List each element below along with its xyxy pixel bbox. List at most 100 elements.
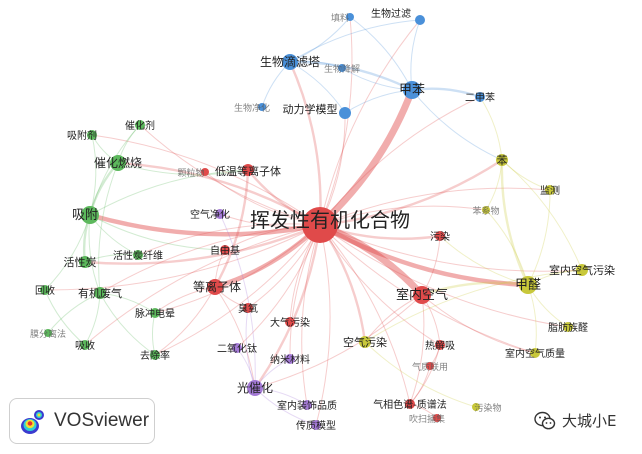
node-nano[interactable] — [285, 354, 295, 364]
edge-voc-biofilter — [288, 61, 322, 226]
node-bio_filter2[interactable] — [415, 15, 425, 25]
edge-benzene_tol-packing — [349, 16, 413, 91]
node-biofilter[interactable] — [282, 54, 298, 70]
node-packing[interactable] — [346, 13, 354, 21]
node-catalyst[interactable] — [135, 120, 145, 130]
node-cat_comb[interactable] — [110, 155, 126, 171]
node-org_waste[interactable] — [94, 287, 106, 299]
node-transfer[interactable] — [311, 420, 321, 430]
node-particles[interactable] — [201, 168, 209, 176]
label-air_pollution2: 空气污染 — [343, 335, 387, 349]
vosviewer-logo-icon — [21, 410, 44, 434]
node-benzene_tol[interactable] — [403, 81, 421, 99]
node-benzene_series[interactable] — [482, 206, 490, 214]
edge-formaldehyde-pollution — [439, 235, 529, 286]
node-lt_plasma[interactable] — [242, 164, 254, 176]
label-bio_purify: 生物净化 — [234, 102, 270, 114]
edge-org_waste-membrane — [47, 292, 101, 334]
edge-cat_comb-org_waste — [98, 162, 119, 294]
edge-voc-absorb — [84, 224, 321, 346]
label-biodeg: 生物降解 — [324, 63, 360, 75]
edge-benzene_tol-benzene — [411, 89, 503, 161]
node-absorb[interactable] — [80, 340, 90, 350]
node-air_quality[interactable] — [530, 348, 540, 358]
label-air_poll: 大气污染 — [270, 316, 310, 329]
label-voc: 挥发性有机化合物 — [250, 208, 410, 232]
edge-benzene_tol-biofilter — [289, 60, 413, 92]
node-blow_trap[interactable] — [433, 414, 441, 422]
node-gcms_combo[interactable] — [426, 362, 434, 370]
label-benzene_series: 苯系物 — [472, 205, 499, 217]
label-blow_trap: 吹扫捕集 — [409, 413, 445, 425]
node-tio2[interactable] — [232, 343, 242, 353]
node-pulse_corona[interactable] — [150, 308, 160, 318]
node-xylene[interactable] — [475, 92, 485, 102]
edge-voc-indoor_prod — [301, 224, 321, 406]
node-aldehyde[interactable] — [563, 322, 573, 332]
edge-formaldehyde-indoor_air — [421, 281, 529, 297]
label-bio_filter2: 生物过滤 — [371, 7, 411, 20]
node-membrane[interactable] — [44, 329, 52, 337]
edge-voc-benzene — [319, 158, 503, 227]
node-acf[interactable] — [133, 250, 143, 260]
edge-voc-aldehyde — [319, 224, 569, 328]
edge-formaldehyde-monitor — [527, 189, 551, 286]
label-tio2: 二氧化钛 — [217, 342, 257, 355]
edge-voc-org_waste — [99, 224, 321, 294]
node-air_purify[interactable] — [215, 209, 225, 219]
vosviewer-badge: VOSviewer — [9, 398, 155, 444]
node-air_pollution2[interactable] — [359, 336, 371, 348]
edge-indoor_air-pollution — [421, 235, 441, 296]
node-pollutant[interactable] — [472, 403, 480, 411]
edge-indoor_air-gcms — [409, 294, 425, 405]
label-recover: 回收 — [35, 284, 55, 297]
edge-air_pollution2-pollutant — [364, 341, 477, 408]
watermark: 大城小E — [534, 410, 616, 431]
label-radical: 自由基 — [210, 244, 240, 257]
node-ozone[interactable] — [243, 303, 253, 313]
node-radical[interactable] — [220, 245, 230, 255]
edge-voc-removal — [154, 224, 321, 356]
node-air_poll[interactable] — [285, 317, 295, 327]
node-formaldehyde[interactable] — [519, 276, 537, 294]
label-org_waste: 有机废气 — [78, 286, 122, 300]
edge-voc-adsorbent — [91, 134, 321, 226]
node-photocat[interactable] — [247, 380, 263, 396]
node-act_carbon[interactable] — [79, 256, 91, 268]
node-recover[interactable] — [40, 285, 50, 295]
label-adsorbent: 吸附剂 — [67, 129, 97, 142]
edge-voc-bio_filter2 — [319, 19, 421, 226]
node-bio_purify[interactable] — [258, 103, 266, 111]
node-adsorbent[interactable] — [87, 130, 97, 140]
node-adsorb[interactable] — [81, 206, 99, 224]
label-benzene_tol: 甲苯 — [399, 83, 425, 98]
watermark-label: 大城小E — [562, 412, 617, 430]
edge-benzene-xylene — [479, 96, 503, 161]
edge-voc-adsorb — [89, 212, 321, 237]
label-pulse_corona: 脉冲电晕 — [135, 307, 175, 320]
edge-org_waste-removal — [99, 292, 156, 356]
label-plasma: 等离子体 — [193, 279, 241, 294]
node-indoor_poll[interactable] — [576, 264, 588, 276]
node-benzene[interactable] — [496, 154, 508, 166]
node-indoor_air[interactable] — [413, 286, 431, 304]
node-indoor_prod[interactable] — [302, 400, 312, 410]
node-thermal_desorb[interactable] — [435, 340, 445, 350]
label-removal: 去除率 — [140, 349, 170, 362]
label-formaldehyde: 甲醛 — [515, 277, 541, 293]
node-pollution[interactable] — [435, 231, 445, 241]
node-kinetic[interactable] — [339, 107, 351, 119]
edge-voc-xylene — [319, 96, 481, 226]
label-indoor_air: 室内空气 — [396, 287, 448, 303]
node-gcms[interactable] — [405, 399, 415, 409]
edge-recover-absorb — [44, 289, 86, 346]
node-plasma[interactable] — [207, 279, 223, 295]
node-voc[interactable] — [302, 207, 338, 243]
node-biodeg[interactable] — [338, 64, 346, 72]
label-ozone: 臭氧 — [238, 302, 258, 315]
label-air_purify: 空气净化 — [190, 208, 230, 221]
node-removal[interactable] — [150, 350, 160, 360]
node-monitor[interactable] — [545, 185, 555, 195]
edge-photocat-ozone — [245, 307, 256, 389]
